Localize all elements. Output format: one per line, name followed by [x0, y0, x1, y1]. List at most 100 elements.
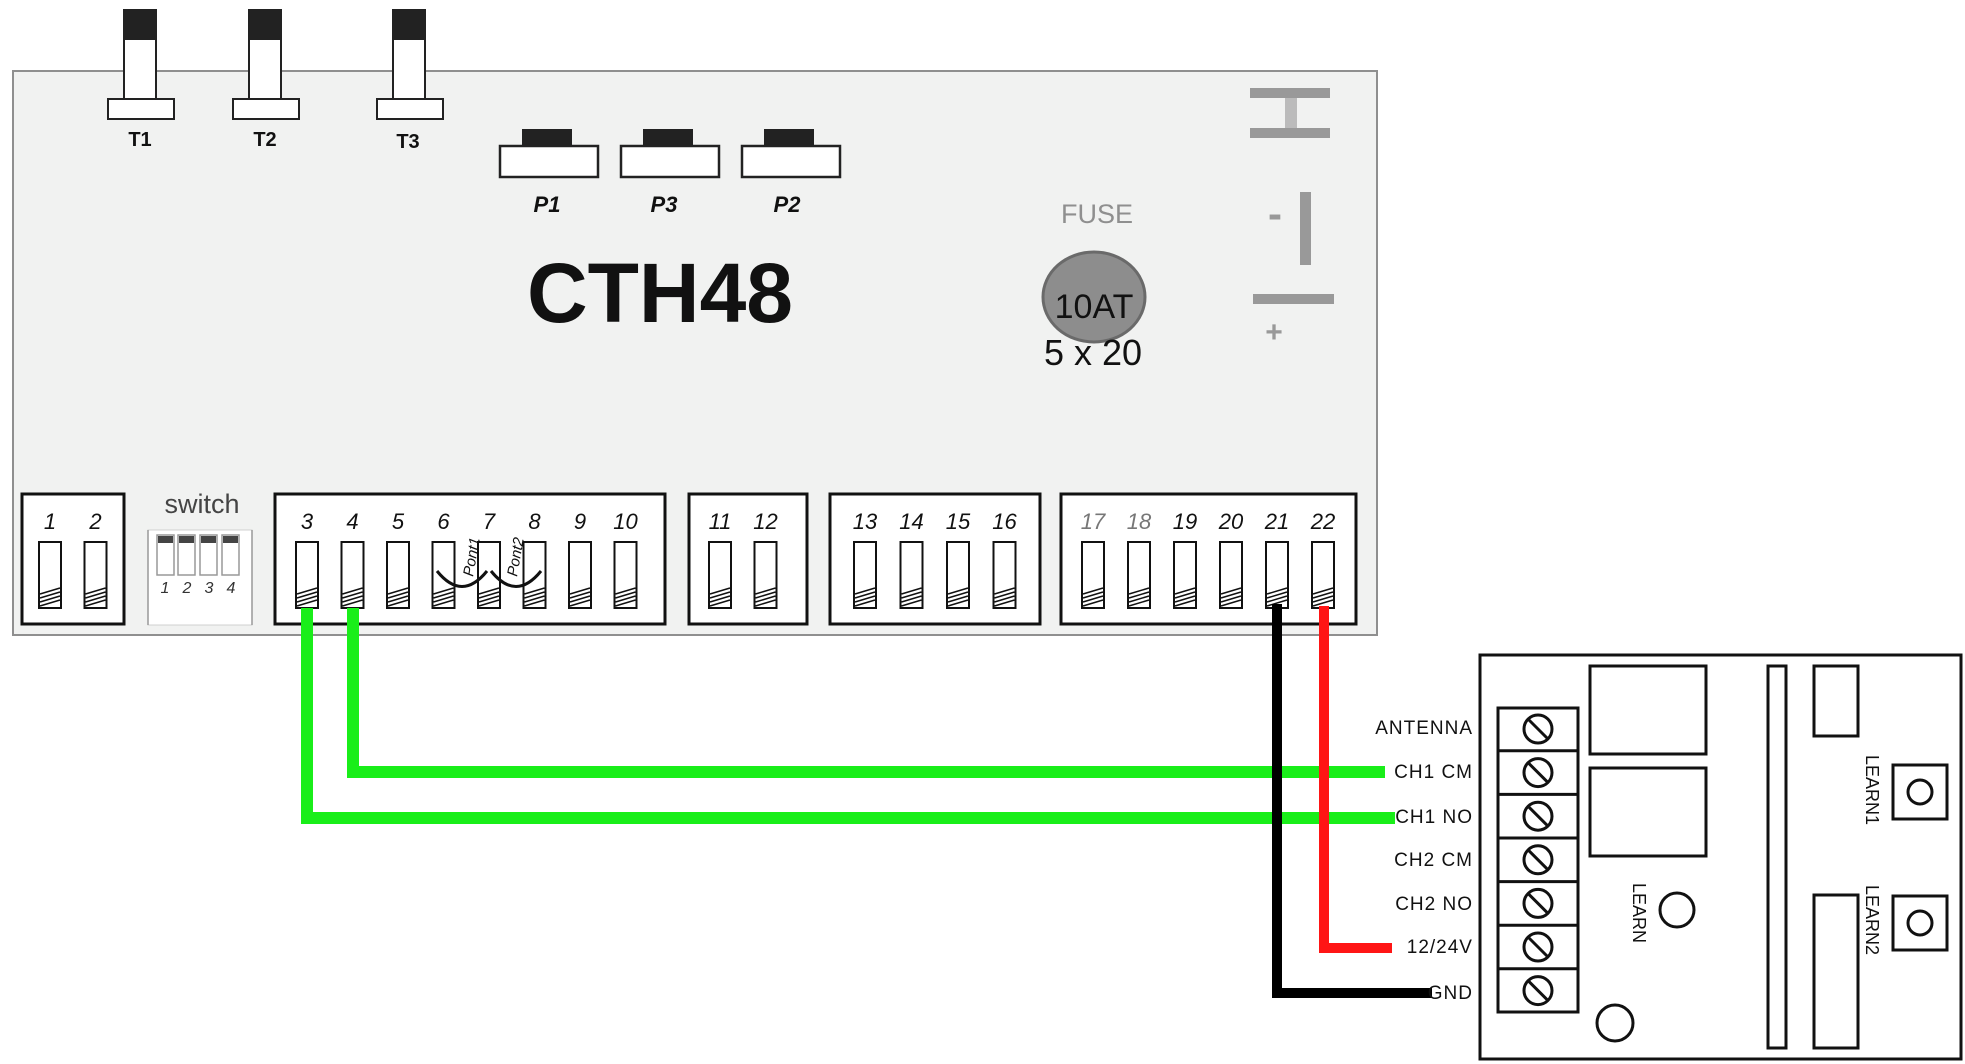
terminal-slot[interactable] — [295, 541, 319, 609]
terminal-slot[interactable] — [38, 541, 62, 609]
battery-polarity-icon: - + — [1253, 190, 1334, 349]
receiver-terminal-label-gnd: GND — [1428, 983, 1473, 1004]
dip-switch[interactable]: switch 1 2 3 4 — [147, 489, 253, 626]
wire-3-to-ch1-no — [301, 608, 1395, 824]
terminal-number: 10 — [613, 509, 638, 534]
terminal-slot[interactable] — [1127, 541, 1151, 609]
terminal-slot[interactable] — [899, 541, 924, 609]
component-bottom — [1812, 893, 1860, 1050]
terminal-number: 13 — [853, 509, 878, 534]
terminal-slot[interactable] — [992, 541, 1017, 609]
terminal-number: 3 — [301, 509, 314, 534]
trimmer-t2: T2 — [232, 9, 300, 151]
learn1-button[interactable] — [1891, 763, 1949, 821]
screw-terminal[interactable] — [1498, 749, 1578, 789]
receiver-terminal-label-ch1-cm: CH1 CM — [1394, 762, 1473, 783]
port-label-p3: P3 — [651, 192, 678, 217]
learn2-label: LEARN2 — [1862, 885, 1882, 955]
terminal-number: 5 — [392, 509, 405, 534]
learn1-label: LEARN1 — [1862, 755, 1882, 825]
receiver-terminal-label-ch1-no: CH1 NO — [1395, 807, 1473, 828]
wire-4-to-ch1-cm — [347, 608, 1385, 778]
port-p3: P3 — [619, 129, 721, 217]
fuse-rating: 10AT — [1055, 288, 1134, 326]
connector-icon — [1250, 88, 1330, 138]
terminal-number: 4 — [346, 509, 358, 534]
terminal-number: 14 — [899, 509, 923, 534]
terminal-number: 22 — [1310, 509, 1335, 534]
fuse-label: FUSE — [1061, 199, 1133, 229]
terminal-slot[interactable] — [340, 541, 365, 609]
port-label-p1: P1 — [534, 192, 561, 217]
terminal-slot[interactable] — [477, 541, 501, 609]
dip-toggle-1[interactable] — [156, 534, 175, 576]
screw-terminal[interactable] — [1498, 836, 1578, 876]
relay-1 — [1588, 664, 1708, 756]
fuse-size: 5 x 20 — [1044, 332, 1142, 373]
component-top — [1812, 664, 1860, 738]
dip-switch-label: switch — [164, 489, 239, 519]
dip-number-3: 3 — [205, 580, 214, 597]
trimmer-label-t1: T1 — [128, 129, 151, 151]
terminal-number: 9 — [574, 509, 586, 534]
terminal-number: 21 — [1264, 509, 1289, 534]
screw-terminal[interactable] — [1498, 967, 1578, 1007]
terminal-slot[interactable] — [853, 541, 877, 609]
terminal-slot[interactable] — [1311, 541, 1335, 609]
dip-number-1: 1 — [161, 580, 170, 597]
fuse-icon — [1041, 250, 1147, 344]
terminal-slot[interactable] — [708, 541, 732, 609]
bridge-pont2: Pont2 — [489, 535, 543, 588]
receiver-terminal-label-12-24v: 12/24V — [1407, 937, 1473, 958]
dip-toggle-2[interactable] — [177, 534, 196, 576]
terminal-slot[interactable] — [1173, 541, 1197, 609]
trimmer-t3: T3 — [376, 9, 444, 153]
screw-terminal[interactable] — [1498, 923, 1578, 963]
terminal-number: 6 — [437, 509, 450, 534]
terminal-slot[interactable] — [386, 541, 410, 609]
terminal-slot[interactable] — [1265, 541, 1289, 609]
wire-22-to-12-24v — [1319, 606, 1392, 953]
trimmer-label-t2: T2 — [253, 129, 276, 151]
receiver-terminal-label-ch2-no: CH2 NO — [1395, 894, 1473, 915]
terminal-slot[interactable] — [613, 541, 638, 609]
terminal-slot[interactable] — [1081, 541, 1105, 609]
screw-terminal[interactable] — [1498, 880, 1578, 919]
terminal-slot[interactable] — [946, 541, 970, 609]
bridge-label-pont2: Pont2 — [504, 535, 528, 577]
learn2-button[interactable] — [1891, 894, 1949, 952]
terminal-slot[interactable] — [522, 541, 547, 609]
terminal-number: 11 — [709, 509, 732, 534]
dip-number-2: 2 — [182, 580, 192, 597]
wire-21-to-gnd — [1272, 604, 1432, 998]
terminal-slot[interactable] — [83, 541, 108, 609]
terminal-number: 1 — [44, 509, 56, 534]
terminal-number: 16 — [992, 509, 1017, 534]
terminal-slot[interactable] — [431, 541, 456, 609]
terminal-slot[interactable] — [753, 541, 778, 609]
port-label-p2: P2 — [774, 192, 802, 217]
receiver-terminal-label-antenna: ANTENNA — [1375, 718, 1473, 739]
plus-sign: + — [1265, 316, 1283, 349]
port-p1: P1 — [498, 129, 600, 217]
screw-terminal[interactable] — [1498, 792, 1578, 832]
dip-toggle-4[interactable] — [221, 534, 240, 576]
terminal-slot[interactable] — [568, 541, 592, 609]
learn-label: LEARN — [1629, 883, 1649, 943]
terminal-number: 2 — [88, 509, 101, 534]
terminal-number: 7 — [483, 509, 496, 534]
dip-toggle-3[interactable] — [199, 534, 218, 576]
terminal-number: 17 — [1081, 509, 1106, 534]
mount-hole-icon — [1595, 1003, 1635, 1043]
screw-terminal[interactable] — [1522, 713, 1554, 745]
antenna-strip — [1766, 664, 1788, 1050]
trimmer-t1: T1 — [107, 9, 175, 151]
screw-terminal-block — [1496, 706, 1580, 1014]
terminal-slot[interactable] — [1219, 541, 1243, 609]
